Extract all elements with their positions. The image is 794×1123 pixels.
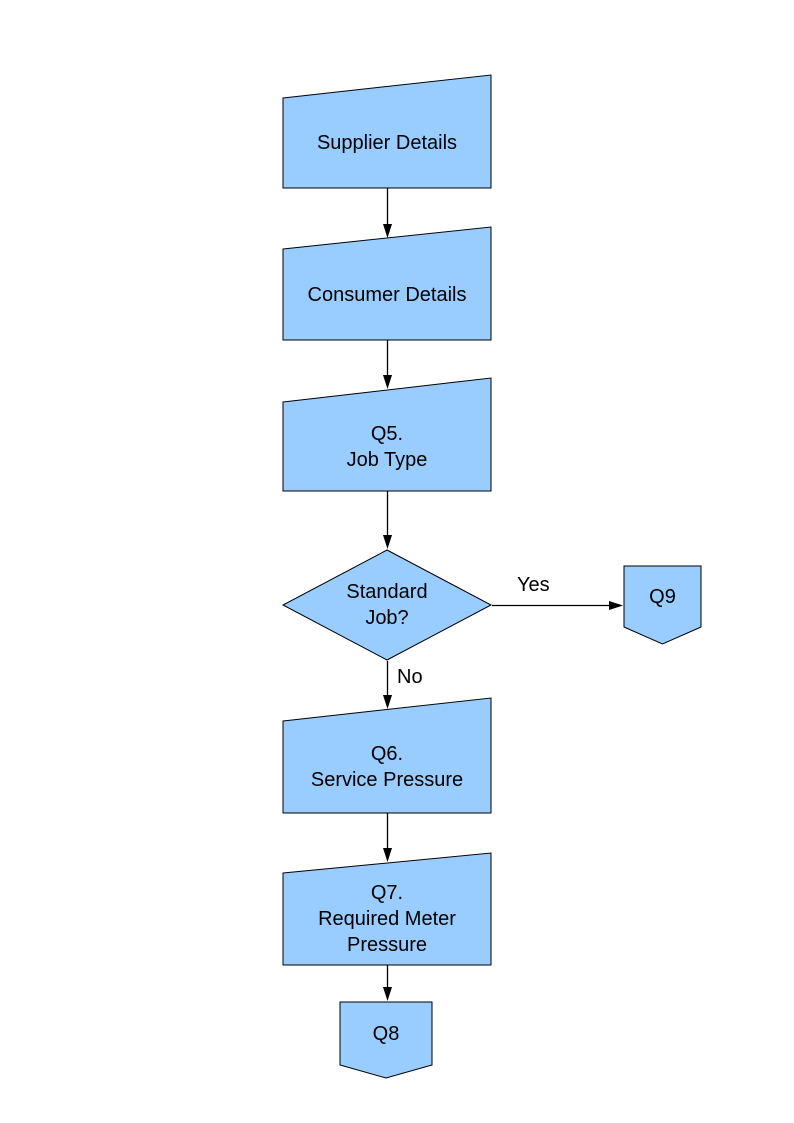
node-q7-required-meter-pressure: Q7. Required Meter Pressure bbox=[282, 852, 492, 966]
node-label-line: Pressure bbox=[346, 934, 428, 956]
node-label: Consumer Details bbox=[283, 227, 491, 340]
node-label: Standard Job? bbox=[283, 550, 491, 660]
manual-input-shape bbox=[282, 377, 492, 492]
node-label-line: Supplier Details bbox=[316, 132, 458, 154]
arrowhead-down-icon bbox=[383, 535, 392, 549]
node-label: Q8 bbox=[340, 1002, 432, 1078]
arrow-decision-yes-to-q9 bbox=[492, 601, 623, 610]
node-label-line: Job? bbox=[365, 607, 409, 629]
node-label-line: Consumer Details bbox=[307, 283, 467, 306]
manual-input-shape bbox=[282, 74, 492, 189]
node-q9-connector: Q9 bbox=[623, 565, 702, 645]
manual-input-shape bbox=[282, 852, 492, 966]
arrowhead-down-icon bbox=[383, 987, 392, 1001]
decision-diamond-shape bbox=[281, 549, 493, 661]
node-label: Q5. Job Type bbox=[283, 378, 491, 491]
node-label-line: Job Type bbox=[346, 448, 428, 471]
node-label-line: Service Pressure bbox=[310, 769, 464, 791]
edge-label-yes: Yes bbox=[517, 574, 550, 596]
off-page-connector-shape bbox=[623, 565, 702, 645]
node-label-line: Q7. bbox=[370, 882, 404, 904]
node-label: Q9 bbox=[624, 566, 701, 644]
arrow-q7-to-q8 bbox=[383, 965, 392, 1001]
node-label-line: Q9 bbox=[649, 585, 676, 608]
node-label: Supplier Details bbox=[283, 75, 491, 188]
node-label-line: Q5. bbox=[370, 422, 404, 445]
node-label-line: Q6. bbox=[370, 743, 404, 765]
node-standard-job-decision: Standard Job? bbox=[281, 549, 493, 661]
arrow-q5-to-decision bbox=[383, 491, 392, 549]
node-q5-job-type: Q5. Job Type bbox=[282, 377, 492, 492]
node-label: Q6. Service Pressure bbox=[283, 698, 491, 813]
node-q8-connector: Q8 bbox=[339, 1001, 433, 1079]
manual-input-shape bbox=[282, 226, 492, 341]
node-label: Q7. Required Meter Pressure bbox=[283, 853, 491, 965]
node-consumer-details: Consumer Details bbox=[282, 226, 492, 341]
arrowhead-right-icon bbox=[609, 601, 623, 610]
edge-label-no: No bbox=[397, 666, 423, 688]
off-page-connector-shape bbox=[339, 1001, 433, 1079]
manual-input-shape bbox=[282, 697, 492, 814]
node-q6-service-pressure: Q6. Service Pressure bbox=[282, 697, 492, 814]
node-label-line: Required Meter bbox=[318, 908, 456, 930]
node-label-line: Standard bbox=[346, 581, 428, 603]
node-supplier-details: Supplier Details bbox=[282, 74, 492, 189]
node-label-line: Q8 bbox=[372, 1022, 400, 1045]
